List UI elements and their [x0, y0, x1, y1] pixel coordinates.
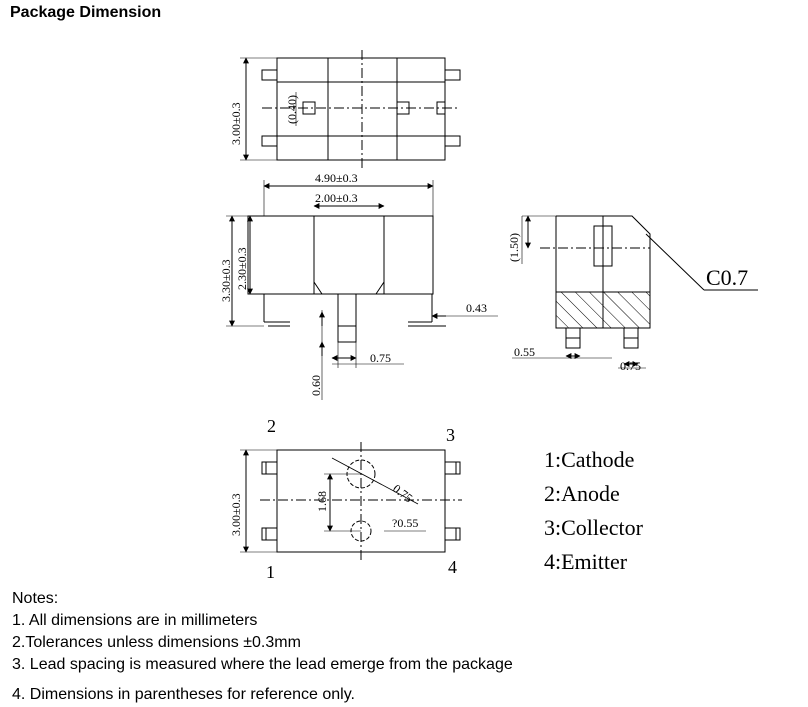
note-item: 1. All dimensions are in millimeters	[12, 612, 258, 629]
top-view	[240, 50, 461, 168]
front-view-body	[247, 215, 434, 295]
top-height-label: 3.00±0.3	[229, 102, 243, 145]
front-lead-width-label: 0.75	[370, 351, 391, 365]
top-lead	[444, 69, 461, 81]
top-lead	[261, 69, 278, 81]
front-width-label: 4.90±0.3	[315, 171, 358, 185]
bottom-view	[240, 442, 462, 560]
front-height-label: 3.30±0.3	[219, 259, 233, 302]
pin-number: 4	[448, 557, 457, 577]
bottom-lead	[444, 527, 461, 541]
bottom-lead	[444, 461, 461, 475]
pin-number: 1	[266, 562, 275, 582]
notes: Notes: 1. All dimensions are in millimet…	[12, 588, 513, 706]
page-title: Package Dimension	[10, 4, 162, 21]
front-inner-height-label: 2.30±0.3	[235, 247, 249, 290]
note-item: 2.Tolerances unless dimensions ±0.3mm	[12, 634, 301, 651]
side-chamfer-label: C0.7	[706, 265, 748, 290]
pin-number: 2	[267, 416, 276, 436]
bottom-hole-small-label: ?0.55	[392, 516, 418, 530]
top-view-body	[276, 57, 446, 161]
side-ref-label: (1.50)	[507, 233, 521, 262]
side-lead-right-label: 0.75	[620, 359, 641, 373]
note-item: 3. Lead spacing is measured where the le…	[12, 656, 513, 673]
top-lead	[261, 135, 278, 147]
legend-item: 2:Anode	[544, 481, 620, 506]
bottom-lead	[261, 461, 278, 475]
bottom-height-label: 3.00±0.3	[229, 493, 243, 536]
legend-item: 3:Collector	[544, 515, 644, 540]
side-lead-left-label: 0.55	[514, 345, 535, 359]
front-lead-gap-label: 0.43	[466, 301, 487, 315]
bottom-lead	[261, 527, 278, 541]
front-view	[226, 180, 498, 400]
legend-item: 4:Emitter	[544, 549, 628, 574]
legend-item: 1:Cathode	[544, 447, 634, 472]
pin-legend: 1:Cathode 2:Anode 3:Collector 4:Emitter	[544, 447, 644, 574]
bottom-pitch-label: 1.68	[315, 491, 329, 512]
top-lead	[444, 135, 461, 147]
front-lead-height-label: 0.60	[309, 375, 323, 396]
side-view	[512, 215, 758, 369]
front-lead	[337, 293, 357, 343]
note-item: 4. Dimensions in parentheses for referen…	[12, 686, 355, 703]
front-inner-width-label: 2.00±0.3	[315, 191, 358, 205]
top-inner-label: (0.40)	[285, 95, 299, 124]
pin-number: 3	[446, 425, 455, 445]
notes-heading: Notes:	[12, 590, 59, 607]
bottom-hole-large-label: 0.75	[390, 481, 415, 505]
